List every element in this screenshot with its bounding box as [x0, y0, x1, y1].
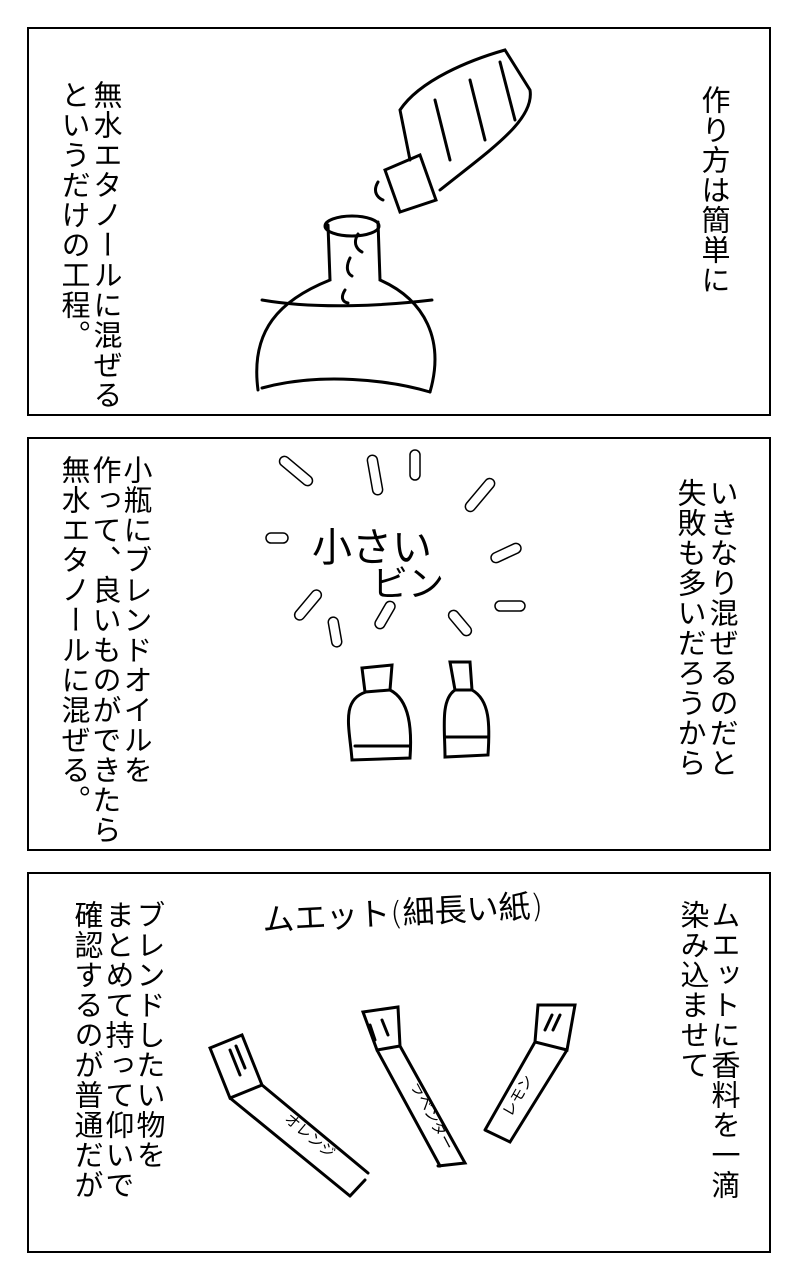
handwritten-label-bottle: ビン: [372, 564, 445, 605]
narration-right: 作り方は簡単に: [697, 85, 731, 295]
narration-left-2: というだけの工程。: [57, 80, 91, 350]
dropper-bottle-illustration: [340, 48, 532, 305]
emphasis-burst-lines: [265, 449, 526, 648]
narration-left-1: ブレンドしたい物を: [132, 900, 166, 1170]
narration-right-2: 染み込ませて: [676, 900, 710, 1080]
panel-3: [27, 872, 771, 1253]
narration-right-1: ムエットに香料を一滴: [707, 900, 741, 1200]
narration-right-1: いきなり混ぜるのだと: [705, 478, 739, 778]
narration-left-3: 確認するのが普通だが: [70, 900, 104, 1200]
narration-left-1: 小瓶にブレンドオイルを: [119, 455, 153, 785]
narration-right-2: 失敗も多いだろうから: [673, 478, 707, 778]
handwritten-label-small: 小さい: [312, 525, 432, 571]
narration-left-3: 無水エタノールに混ぜる。: [57, 455, 91, 815]
small-bottles-illustration: [347, 660, 491, 762]
narration-left-2: まとめて持って仰いで: [101, 900, 135, 1200]
panel-1: [27, 27, 771, 416]
narration-left-2: 作って、良いものができたら: [88, 455, 122, 845]
narration-left-1: 無水エタノールに混ぜる: [89, 80, 123, 410]
round-bottle-illustration: [255, 214, 437, 394]
panel-2: [27, 437, 771, 851]
scent-strips-illustration: [208, 1003, 577, 1198]
